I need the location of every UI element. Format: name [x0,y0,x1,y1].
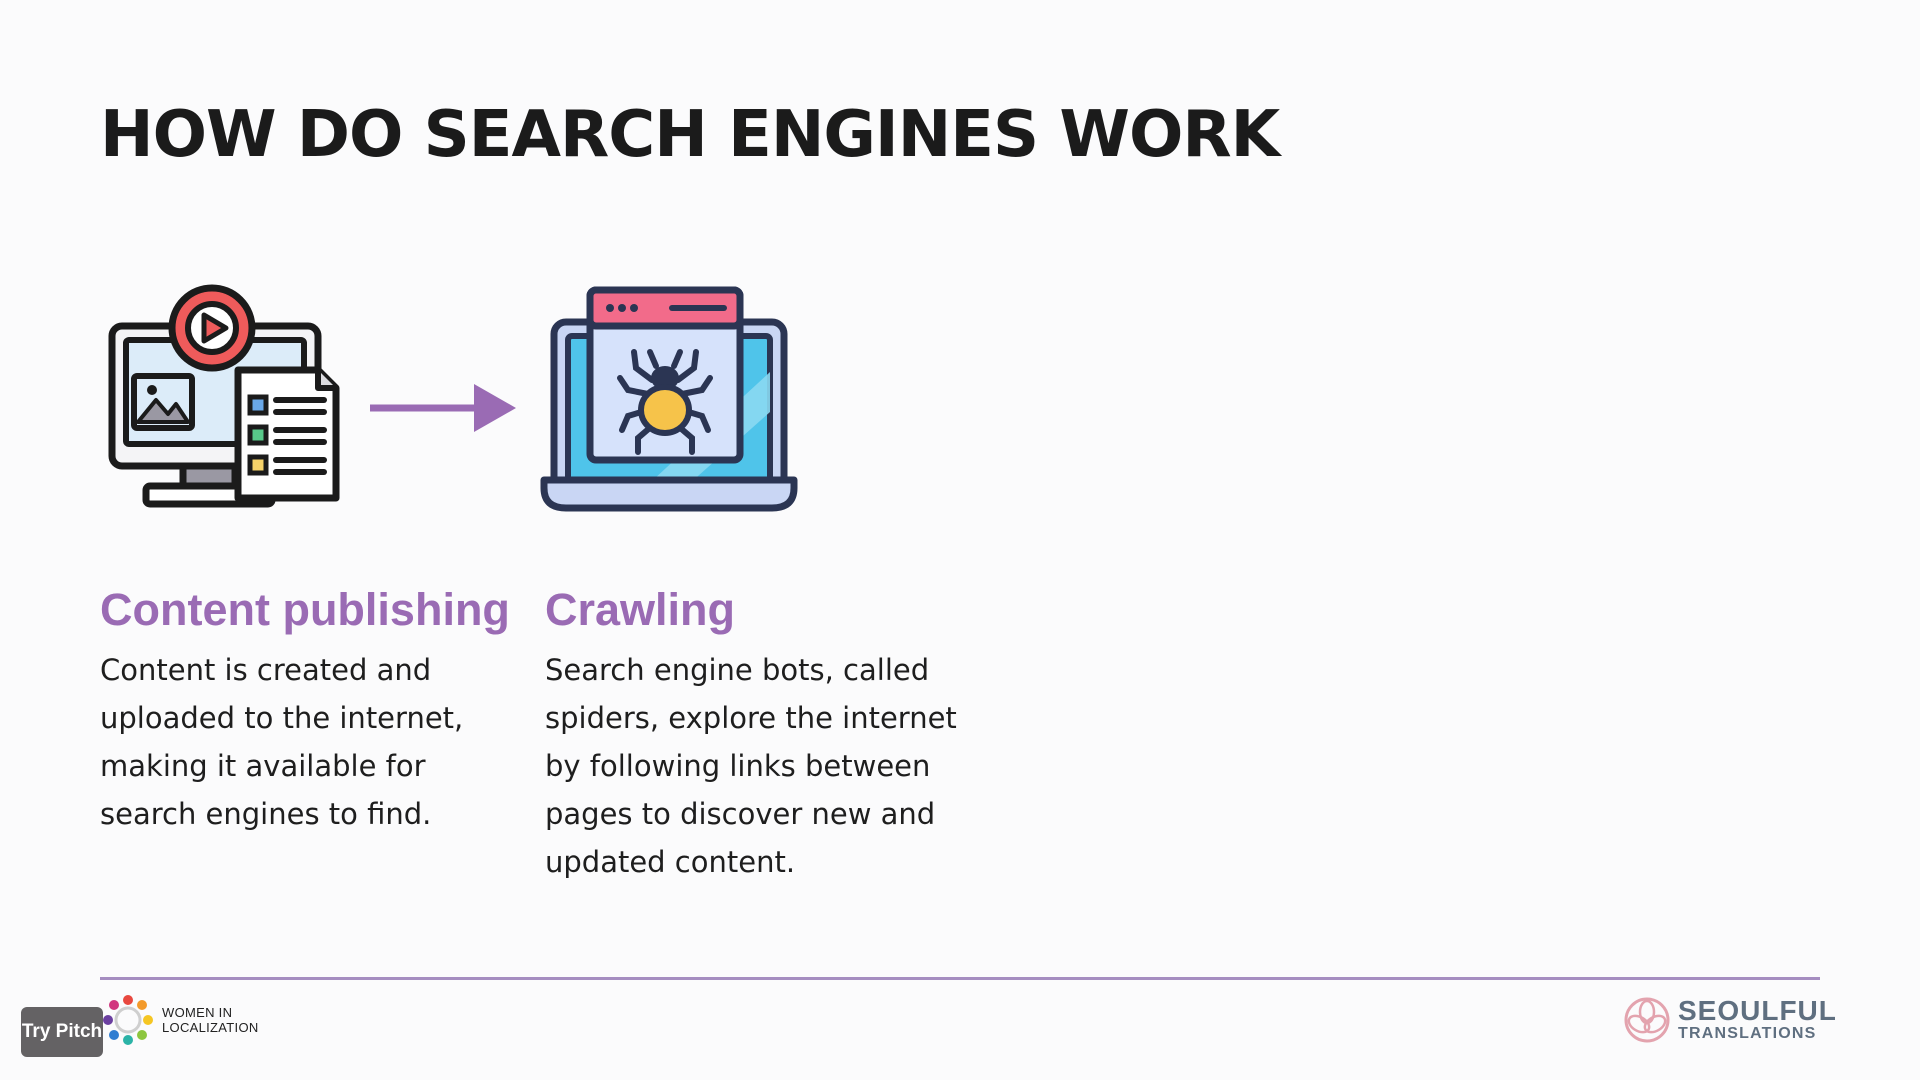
women-in-localization-logo[interactable]: WOMEN IN LOCALIZATION [102,992,259,1048]
laptop-spider-icon [540,282,800,522]
step-description-content-publishing: Content is created and uploaded to the i… [100,653,464,831]
women-in-localization-wordmark: WOMEN IN LOCALIZATION [162,1005,259,1035]
slide-title: HOW DO SEARCH ENGINES WORK [100,98,1280,172]
seoulful-wordmark: SEOULFUL TRANSLATIONS [1678,997,1837,1043]
arrow-right-icon [368,380,518,436]
seoulful-name: SEOULFUL [1678,995,1837,1026]
monitor-media-document-icon [100,282,350,522]
seoulful-sub: TRANSLATIONS [1678,1025,1817,1042]
step-title-crawling: Crawling [545,584,736,635]
step-title-content-publishing: Content publishing [100,584,510,635]
women-in-localization-line1: WOMEN IN [162,1005,233,1020]
step-description-crawling: Search engine bots, called spiders, expl… [545,653,957,879]
seoulful-flower-icon [1624,997,1670,1043]
women-in-localization-mark-icon [103,995,153,1045]
women-in-localization-line2: LOCALIZATION [162,1020,259,1035]
seoulful-translations-logo[interactable]: SEOULFUL TRANSLATIONS [1622,992,1837,1048]
footer-divider [100,977,1820,980]
try-pitch-button[interactable]: Try Pitch [21,1007,103,1057]
